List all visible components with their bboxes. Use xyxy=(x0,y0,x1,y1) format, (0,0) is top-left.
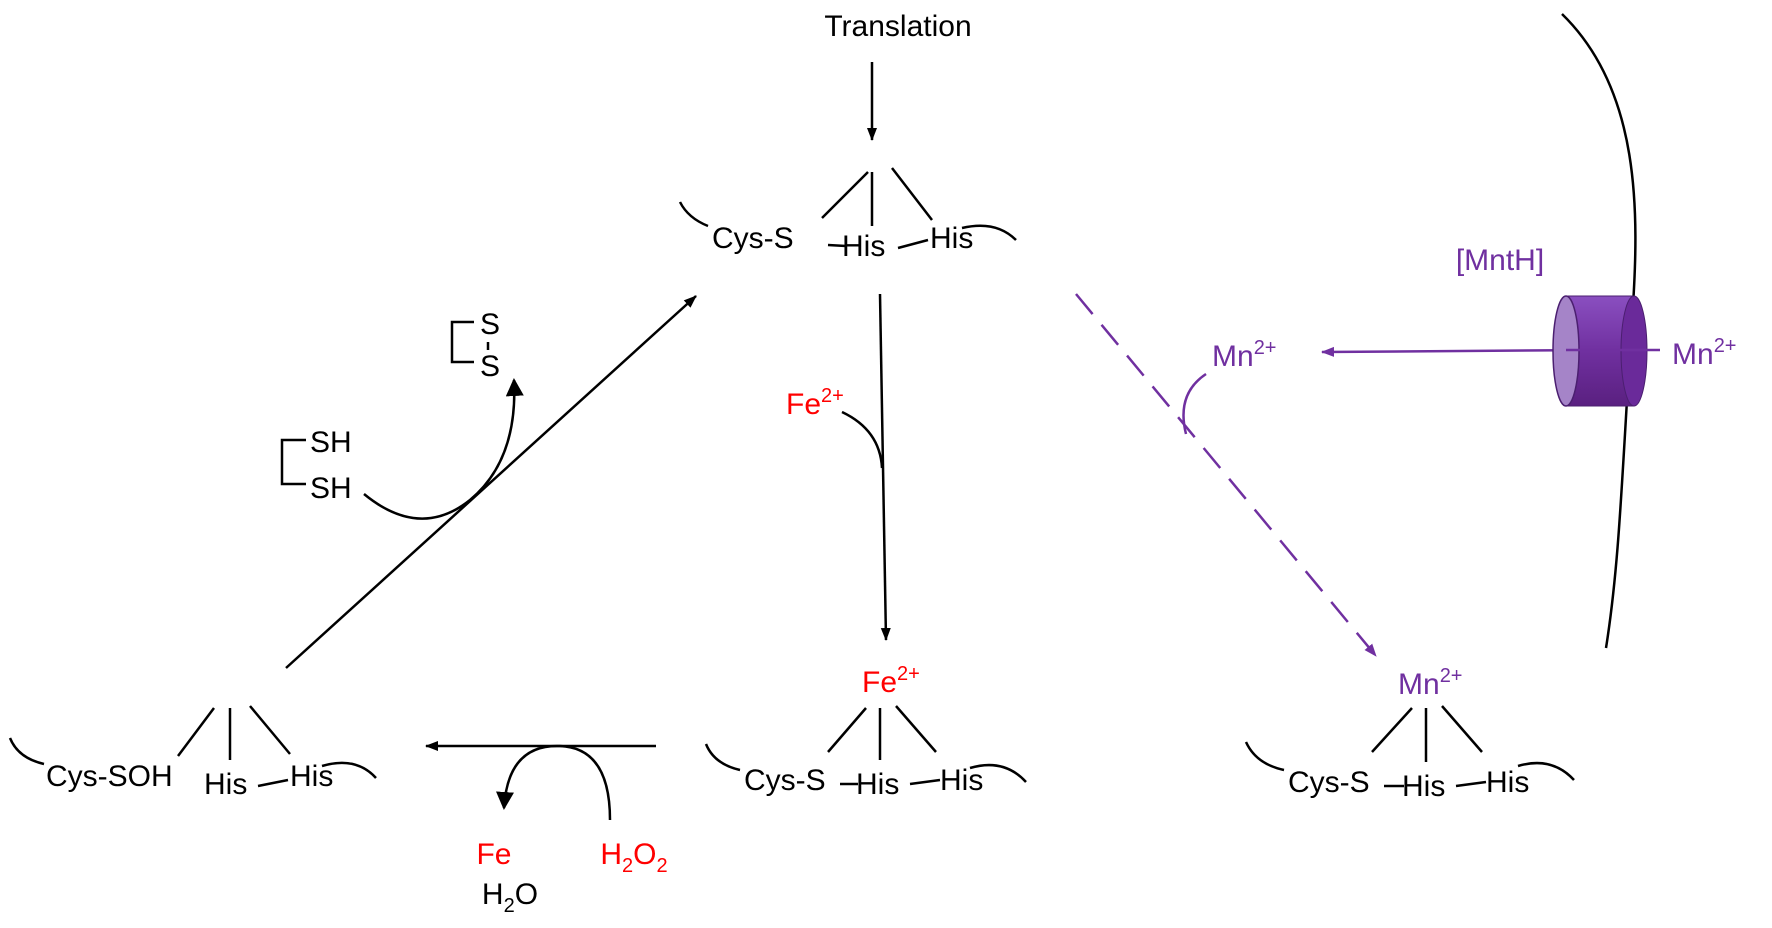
backbone-left-curl xyxy=(8,737,45,766)
cys-soh-label: Cys-SOH xyxy=(46,760,173,793)
his-label-1: His xyxy=(842,230,885,263)
s-label-2: S xyxy=(480,350,500,383)
mn-outside-label: Mn2+ xyxy=(1672,335,1737,371)
mn-inside-label: Mn2+ xyxy=(1212,337,1277,373)
bond-his-his xyxy=(897,238,929,250)
ligand-bond-1 xyxy=(821,171,869,219)
cys-s-label: Cys-S xyxy=(712,222,794,255)
mn-active-site: Mn2+ Cys-S His His xyxy=(1244,665,1575,803)
sh-label-2: SH xyxy=(310,472,352,505)
sh-label-1: SH xyxy=(310,426,352,459)
backbone-left-curl xyxy=(704,743,741,772)
ligand-bond-3 xyxy=(249,705,291,755)
cys-s-label: Cys-S xyxy=(744,764,826,797)
ligand-bond-3 xyxy=(891,167,933,221)
ligand-bond-3 xyxy=(1441,705,1483,753)
his-label-2: His xyxy=(940,764,983,797)
water-label: H2O xyxy=(482,878,538,917)
backbone-left-curl xyxy=(1244,741,1285,772)
translation-label: Translation xyxy=(824,10,971,43)
mn-entry-curve xyxy=(1182,372,1207,435)
his-label-1: His xyxy=(1402,770,1445,803)
ligand-bond-1 xyxy=(1371,707,1413,753)
mnth-label: [MntH] xyxy=(1456,244,1544,277)
s-label-1: S xyxy=(480,308,500,341)
ligand-bond-1 xyxy=(177,707,215,757)
dithiol: SH SH xyxy=(280,426,352,505)
bond-his-his xyxy=(257,778,289,788)
mnth-transporter-icon xyxy=(1552,295,1660,407)
mn-inside: Mn2+ xyxy=(1182,337,1277,435)
backbone-right-curl xyxy=(969,763,1027,783)
fe-entry-curve xyxy=(841,410,884,469)
his-label-1: His xyxy=(204,768,247,801)
fe-water-products: Fe H2O xyxy=(476,838,538,917)
mn-bound-label: Mn2+ xyxy=(1398,665,1463,701)
backbone-right-curl xyxy=(961,224,1017,241)
bond-his-his xyxy=(909,778,941,786)
disulfide: S S xyxy=(450,308,500,383)
disulfide-bracket xyxy=(450,320,474,364)
fe-incoming-label: Fe2+ xyxy=(786,385,844,421)
ligand-bond-1 xyxy=(827,707,867,753)
his-label-1: His xyxy=(856,768,899,801)
apo-active-site: Cys-S His His xyxy=(678,167,1017,263)
backbone-right-curl xyxy=(321,761,377,779)
backbone-right-curl xyxy=(1517,761,1575,781)
dithiol-bracket xyxy=(280,438,306,486)
his-label-2: His xyxy=(1486,766,1529,799)
h2o2-fe-exchange-curve xyxy=(496,744,612,821)
reduction-arrow xyxy=(285,295,697,669)
fe-incoming: Fe2+ xyxy=(786,385,884,469)
oxidized-active-site: Cys-SOH His His xyxy=(8,705,377,801)
thiol-disulfide-curve xyxy=(363,378,524,520)
bond-s-his xyxy=(827,243,847,248)
fe-released-label: Fe xyxy=(476,838,511,871)
backbone-left-curl xyxy=(678,201,709,228)
fe-active-site: Fe2+ Cys-S His His xyxy=(704,663,1027,801)
ligand-bond-3 xyxy=(895,705,937,753)
bond-his-his xyxy=(1455,780,1487,788)
fe-bound-label: Fe2+ xyxy=(862,663,920,699)
hydrogen-peroxide-label: H2O2 xyxy=(600,838,667,877)
cys-s-label: Cys-S xyxy=(1288,766,1370,799)
